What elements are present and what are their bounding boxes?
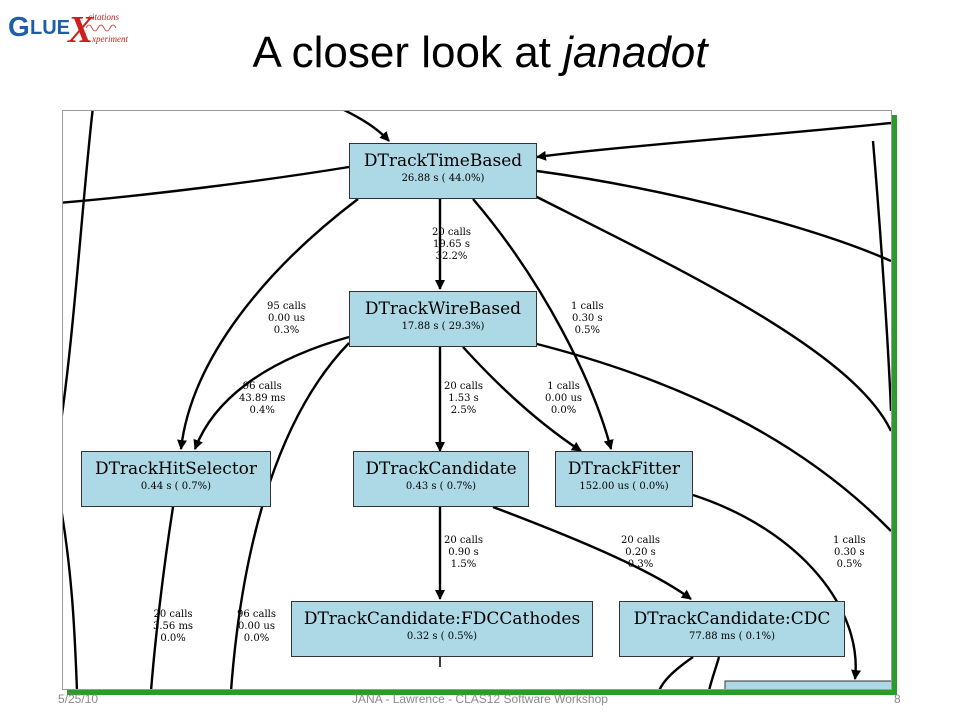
node-name: DTrackFitter: [567, 459, 681, 479]
title-emphasis: janadot: [563, 28, 708, 77]
node-stat: 0.44 s ( 0.7%): [140, 481, 212, 492]
node-dtrackcandidate-fdccathodes: DTrackCandidate:FDCCathodes 0.32 s ( 0.5…: [291, 601, 593, 657]
edge-tb-fit: [472, 198, 614, 450]
edge-cdc-down1: [658, 656, 694, 689]
logo-letter-g: G: [8, 11, 30, 42]
gluex-logo: G LUE X citations xperiment: [8, 9, 128, 48]
edge-right-down: [532, 193, 891, 432]
edge-hs-down: [149, 506, 175, 689]
node-stat: 0.32 s ( 0.5%): [406, 631, 478, 642]
title-main: A closer look at: [252, 28, 564, 77]
node-name: DTrackCandidate:FDCCathodes: [303, 609, 581, 629]
logo-lue: LUE: [30, 17, 70, 39]
edge-far-left: [63, 512, 79, 689]
node-name: DTrackHitSelector: [94, 459, 258, 479]
edge-tb-hs: [177, 198, 359, 450]
node-name: DTrackWireBased: [364, 299, 522, 319]
node-dtrackhitselector: DTrackHitSelector 0.44 s ( 0.7%): [81, 451, 271, 507]
node-name: DTrackCandidate:CDC: [633, 609, 831, 629]
node-stat: 152.00 us ( 0.0%): [579, 481, 669, 492]
node-name: DTrackCandidate: [365, 459, 517, 479]
edge-right-long: [536, 169, 891, 263]
edge-fit-br: [692, 493, 862, 680]
slide-title: A closer look at janadot: [0, 28, 960, 78]
logo-wave: [85, 24, 117, 32]
footer-page-number: 8: [894, 692, 901, 706]
node-dtrackfitter: DTrackFitter 152.00 us ( 0.0%): [555, 451, 693, 507]
edge-top-in: [343, 111, 390, 142]
edge-wb-right: [532, 341, 891, 532]
partial-node-bottom-right: [724, 680, 891, 689]
edge-wb-fit: [462, 346, 582, 453]
node-dtrackwirebased: DTrackWireBased 17.88 s ( 29.3%): [349, 291, 537, 347]
footer-date: 5/25/10: [58, 692, 99, 706]
node-stat: 26.88 s ( 44.0%): [401, 173, 485, 184]
edge-left-down: [63, 111, 94, 416]
node-stat: 0.43 s ( 0.7%): [405, 481, 477, 492]
edge-left-long: [63, 165, 350, 204]
logo-line2: xperiment: [91, 34, 128, 44]
edge-cand-cdc: [492, 505, 692, 600]
footer-center: JANA - Lawrence - CLAS12 Software Worksh…: [352, 692, 608, 706]
node-dtrackcandidate: DTrackCandidate 0.43 s ( 0.7%): [353, 451, 529, 507]
node-dtracktimebased: DTrackTimeBased 26.88 s ( 44.0%): [349, 143, 537, 199]
edge-cdc-down2: [708, 656, 721, 689]
node-name: DTrackTimeBased: [363, 151, 523, 171]
node-dtrackcandidate-cdc: DTrackCandidate:CDC 77.88 ms ( 0.1%): [619, 601, 845, 657]
node-stat: 77.88 ms ( 0.1%): [689, 631, 775, 642]
edge-far-right: [871, 140, 891, 412]
logo-line1: citations: [88, 12, 119, 22]
edge-wb-hs: [193, 335, 350, 450]
call-graph-frame: DTrackTimeBased 26.88 s ( 44.0%) DTrackW…: [62, 110, 892, 690]
edge-right-in: [536, 121, 891, 161]
call-graph-edges: [63, 111, 891, 689]
logo-x: X: [67, 9, 95, 48]
node-stat: 17.88 s ( 29.3%): [401, 321, 485, 332]
